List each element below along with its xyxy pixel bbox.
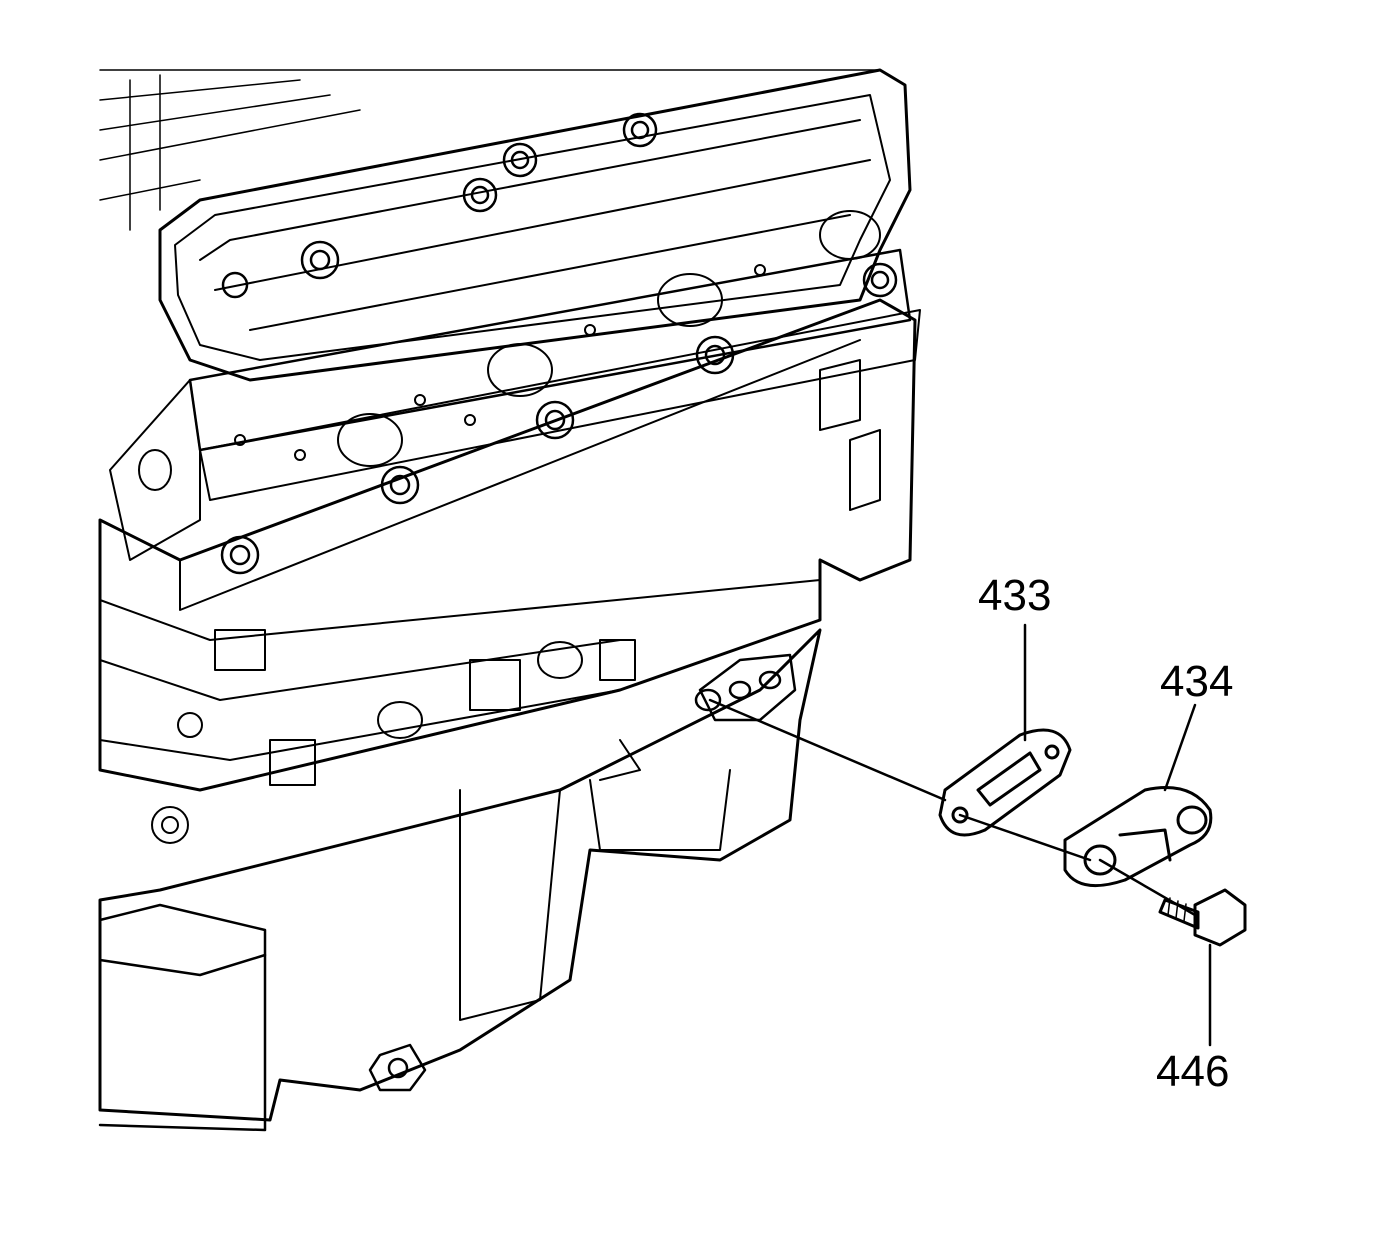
gasket-433 <box>940 730 1070 835</box>
assembly-lines <box>710 625 1210 1045</box>
leader-434 <box>1165 705 1195 790</box>
oil-pan <box>100 630 820 1120</box>
cylinder-head <box>110 211 920 560</box>
oil-pan-bolt <box>370 1045 425 1090</box>
valve-cover-bolts <box>223 114 896 297</box>
oil-filter <box>100 905 265 1130</box>
engine-block <box>100 300 915 843</box>
bolt-446 <box>1160 890 1245 945</box>
axis-line-gasket-to-bracket <box>960 815 1090 860</box>
bracket-434 <box>1065 788 1211 886</box>
callout-446: 446 <box>1156 1047 1230 1096</box>
block-mount-flange <box>696 655 795 720</box>
callout-433: 433 <box>978 571 1052 620</box>
axis-line-block-to-gasket <box>710 700 945 800</box>
axis-line-bracket-to-bolt <box>1100 860 1195 915</box>
callout-434: 434 <box>1160 657 1234 706</box>
